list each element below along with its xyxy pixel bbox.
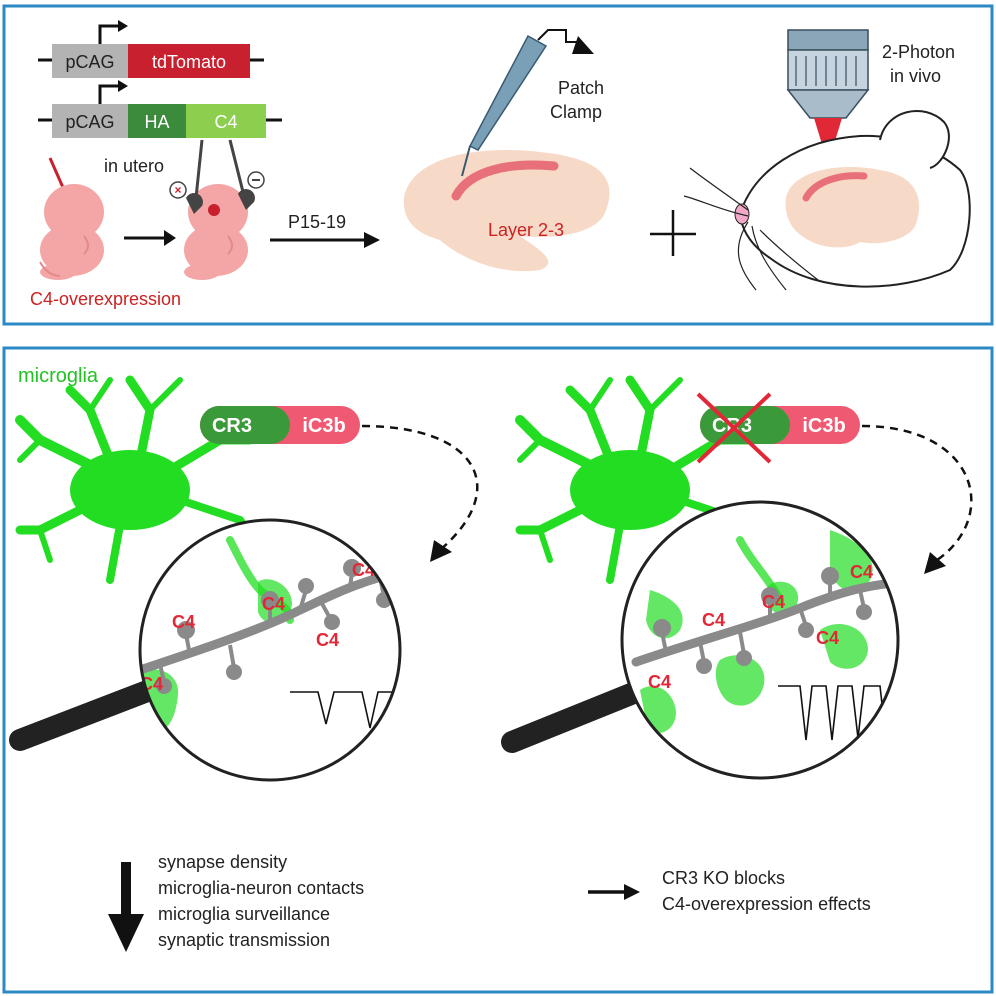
cr3-label: CR3 [212,415,252,437]
electrode-right [228,139,246,197]
c4-tag-r2: C4 [762,592,785,612]
embryo-icon [39,157,104,280]
promoter-arrow-icon-2 [98,84,118,104]
construct2-tag-label: HA [144,112,169,132]
promoter-arrowhead-2 [118,80,128,92]
cr3-ko-line1: CR3 KO blocks [662,868,785,888]
positive-electrode-icon [169,181,187,199]
c4-tag-r1: C4 [702,610,725,630]
electrode-icon [461,29,594,177]
cross-out-icon-stroke2 [696,392,772,464]
c4-tag-3: C4 [316,630,339,650]
magnifier-handle-right [501,681,647,753]
electroporated-embryo-icon: × [169,139,265,280]
arrowhead-2 [364,232,380,248]
construct1-promoter-label: pCAG [65,52,114,72]
construct-tdtomato: pCAG tdTomato [38,20,264,78]
c4-tag-r5: C4 [648,672,671,692]
electrode-left [194,139,204,199]
construct2-promoter-label: pCAG [65,112,114,132]
outcome-2: microglia-neuron contacts [158,878,364,898]
dashed-arrow-left [361,424,479,551]
two-photon-label-line1: 2-Photon [882,42,955,62]
dashed-arrowhead-left [430,540,452,562]
promoter-arrow-icon [98,24,118,44]
dendrite-icon-right [631,577,898,667]
microglia-label: microglia [18,365,99,387]
down-arrowhead [108,914,144,952]
dendritic-spines [156,559,392,694]
cr3-ic3b-complex-right: CR3 iC3b [696,392,860,464]
dendritic-spines-right [653,556,898,674]
cr3-ic3b-complex: CR3 iC3b [200,406,360,444]
pcag-promoter-box-2 [52,104,128,138]
arrowhead-3 [624,884,640,900]
two-photon-label-line2: in vivo [890,66,941,86]
c4-gene-box [186,104,266,138]
cr3-ko-line2: C4-overexpression effects [662,894,871,914]
patch-label-line1: Patch [558,78,604,98]
c4-tag-r3: C4 [816,628,839,648]
outcome-3: microglia surveillance [158,904,330,924]
arrowhead-1 [164,230,176,246]
c4-tag-r4: C4 [850,562,873,582]
tdtomato-gene-box [128,44,250,78]
c4-overexpression-label: C4-overexpression [30,289,181,309]
c4-tag-2: C4 [262,594,285,614]
promoter-arrowhead [118,20,128,32]
trace-left [290,691,400,729]
dashed-arrowhead-right [924,552,946,574]
outcome-4: synaptic transmission [158,930,330,950]
brain-slice-icon [403,149,610,272]
outcome-1: synapse density [158,852,287,872]
magnifier-handle [9,679,161,751]
magnifier-icon: C4 C4 C4 C4 C4 [138,518,402,782]
construct1-gene-label: tdTomato [152,52,226,72]
layer-label: Layer 2-3 [488,220,564,240]
c4-tag-1: C4 [172,612,195,632]
construct-ha-c4: pCAG HA C4 [38,80,282,138]
patch-label-line2: Clamp [550,102,602,122]
magnifier-icon-right: C4 C4 C4 C4 C4 [620,500,900,780]
ha-tag-box [128,104,186,138]
mouse-head-icon [683,110,971,291]
pcag-promoter-box [52,44,128,78]
in-utero-label: in utero [104,156,164,176]
plus-glyph: × [174,183,181,197]
construct2-gene-label: C4 [214,112,237,132]
age-label: P15-19 [288,212,346,232]
ic3b-label: iC3b [302,415,345,437]
ic3b-label-right: iC3b [802,415,845,437]
